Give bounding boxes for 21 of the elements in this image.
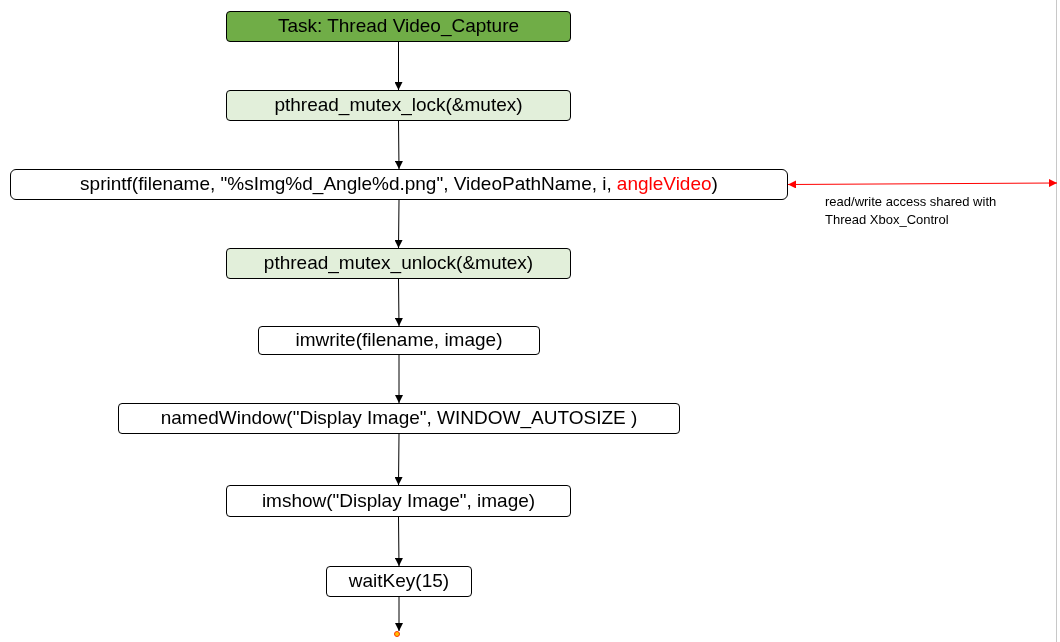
process-box: waitKey(15): [326, 566, 472, 597]
arrow: [394, 199, 403, 249]
arrow: [394, 433, 403, 486]
arrow: [395, 596, 403, 632]
process-box: [10, 169, 788, 200]
process-box: pthread_mutex_unlock(&mutex): [226, 248, 571, 279]
arrow: [787, 179, 1058, 189]
arrow: [394, 278, 403, 327]
code-text: angleVideo: [616, 172, 712, 197]
process-box: namedWindow("Display Image", WINDOW_AUTOSIZE ): [118, 403, 680, 434]
code-text: sprintf(filename, "%sImg%d_Angle%d.png", VideoPathName, i,: [80, 172, 612, 197]
arrow: [395, 354, 403, 404]
arrow: [394, 41, 403, 91]
arrow: [394, 516, 403, 567]
process-box: pthread_mutex_lock(&mutex): [226, 90, 571, 121]
process-box: imwrite(filename, image): [258, 326, 540, 355]
edge-label: read/write access shared with Thread Xbox_Control: [825, 192, 998, 229]
code-text: ): [711, 172, 718, 197]
arrow: [394, 120, 403, 170]
process-box: Task: Thread Video_Capture: [226, 11, 571, 42]
process-box: imshow("Display Image", image): [226, 485, 571, 517]
